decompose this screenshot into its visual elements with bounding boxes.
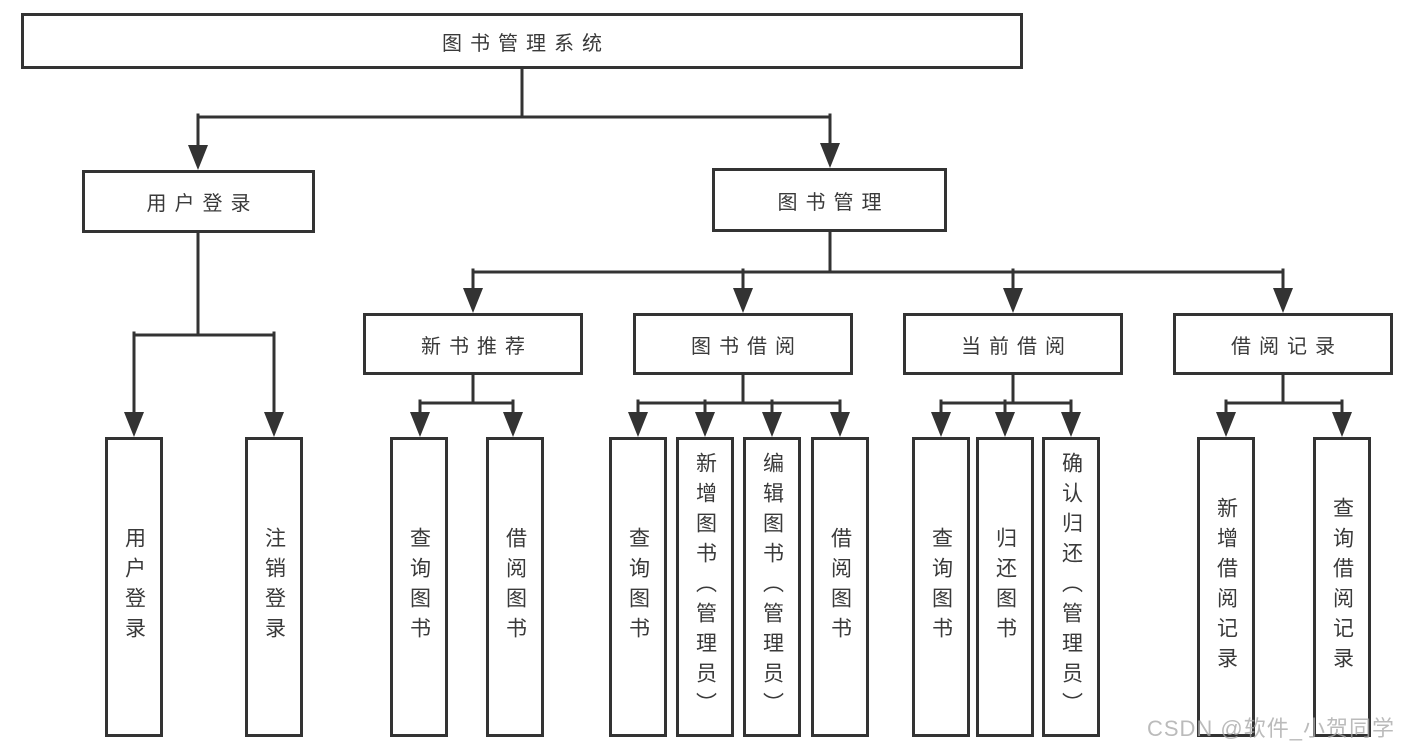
node-new-book-recommend: 新书推荐 xyxy=(363,313,583,375)
leaf-user-login: 用户登录 xyxy=(105,437,163,737)
node-current-borrowing-label: 当前借阅 xyxy=(961,335,1073,358)
node-borrowing-records: 借阅记录 xyxy=(1173,313,1393,375)
leaf-return-books: 归还图书 xyxy=(976,437,1034,737)
node-book-management: 图书管理 xyxy=(712,168,947,232)
node-library-system: 图书管理系统 xyxy=(21,13,1023,69)
leaf-edit-books-admin: 编辑图书（管理员） xyxy=(743,437,801,737)
node-user-login-label: 用户登录 xyxy=(146,193,259,215)
leaf-query-books-borrowing: 查询图书 xyxy=(609,437,667,737)
leaf-confirm-return-admin: 确认归还（管理员） xyxy=(1042,437,1100,737)
node-book-borrowing: 图书借阅 xyxy=(633,313,853,375)
node-current-borrowing: 当前借阅 xyxy=(903,313,1123,375)
leaf-query-books-recommend: 查询图书 xyxy=(390,437,448,737)
node-book-borrowing-label: 图书借阅 xyxy=(691,335,803,358)
leaf-add-borrow-record: 新增借阅记录 xyxy=(1197,437,1255,737)
csdn-watermark: CSDN @软件_小贺同学 xyxy=(1146,716,1395,741)
leaf-logout: 注销登录 xyxy=(245,437,303,737)
leaf-query-borrow-record: 查询借阅记录 xyxy=(1313,437,1371,737)
node-book-management-label: 图书管理 xyxy=(777,191,890,214)
leaf-query-books-current: 查询图书 xyxy=(912,437,970,737)
node-new-book-recommend-label: 新书推荐 xyxy=(421,335,533,358)
leaf-borrow-books-recommend: 借阅图书 xyxy=(486,437,544,737)
node-library-system-label: 图书管理系统 xyxy=(442,32,610,55)
node-user-login: 用户登录 xyxy=(82,170,315,233)
node-borrowing-records-label: 借阅记录 xyxy=(1231,335,1343,358)
leaf-borrow-books: 借阅图书 xyxy=(811,437,869,737)
arrowheads xyxy=(124,143,1352,437)
leaf-add-books-admin: 新增图书（管理员） xyxy=(676,437,734,737)
